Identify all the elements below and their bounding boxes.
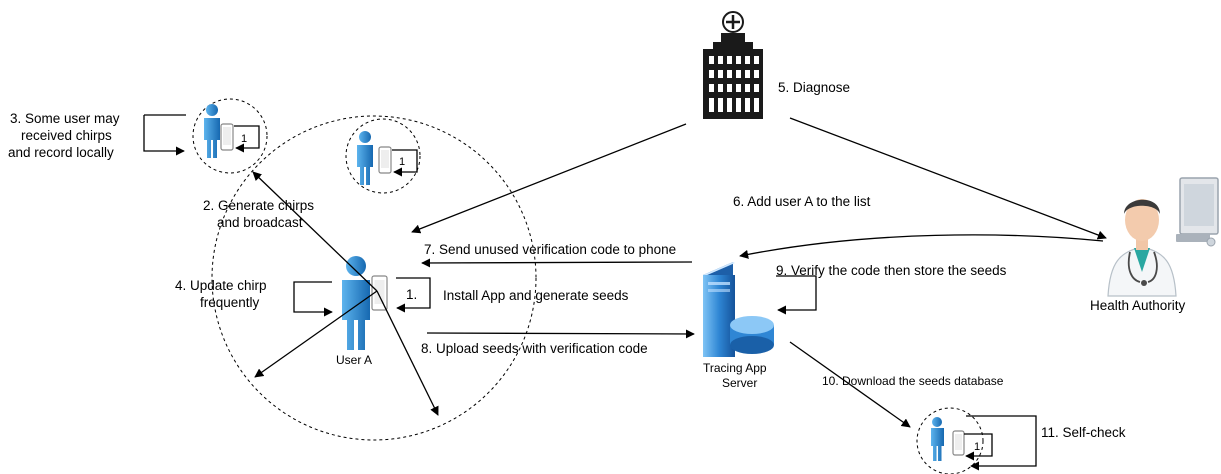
phone-loop-top-left — [234, 125, 260, 153]
label-step1-text: Install App and generate seeds — [443, 288, 629, 303]
arrow-send-verification-code — [421, 258, 693, 268]
user-a-person-icon — [342, 256, 370, 350]
label-step7: 7. Send unused verification code to phon… — [424, 242, 676, 257]
broadcast-range-circle — [211, 115, 537, 441]
label-step8: 8. Upload seeds with verification code — [421, 341, 648, 356]
label-step4-line2: frequently — [200, 295, 260, 310]
loop-arrow-verify-code — [776, 275, 817, 315]
user-a-phone-icon — [371, 275, 388, 311]
label-step1: 1. — [406, 287, 417, 302]
label-loop-one-self-check: 1 — [974, 441, 980, 453]
label-step2-line2: and broadcast — [217, 215, 303, 230]
arrow-broadcast-lower-left — [254, 290, 378, 378]
label-step11: 11. Self-check — [1041, 425, 1126, 440]
label-step6: 6. Add user A to the list — [733, 194, 871, 209]
tracing-app-server-icon — [703, 262, 774, 357]
label-loop-one-top-center: 1 — [399, 156, 405, 168]
label-step3-line3: and record locally — [8, 145, 114, 160]
person-icon-self-check — [931, 417, 944, 461]
hospital-building-icon — [703, 11, 763, 119]
label-step9: 9. Verify the code then store the seeds — [776, 263, 1007, 278]
arrow-download-seeds-database — [789, 341, 911, 428]
person-icon-top-left — [204, 104, 220, 158]
arrow-broadcast-top-left — [252, 171, 378, 292]
label-step10: 10. Download the seeds database — [822, 374, 1004, 388]
loop-arrow-install-app — [396, 277, 431, 313]
phone-icon-top-center — [378, 146, 392, 174]
nearby-user-top-center-circle — [345, 118, 421, 194]
label-server-line2: Server — [722, 376, 757, 390]
label-step4-line1: 4. Update chirp — [175, 278, 267, 293]
person-icon-top-center — [357, 131, 373, 185]
label-user-a: User A — [336, 353, 372, 367]
label-step5: 5. Diagnose — [778, 80, 850, 95]
arrow-hospital-to-authority — [789, 117, 1107, 240]
phone-icon-self-check — [952, 430, 965, 456]
loop-arrow-self-check — [966, 415, 1037, 471]
arrow-add-user-to-list — [739, 234, 1104, 259]
arrow-broadcast-lower-right — [376, 290, 439, 416]
label-step2-line1: 2. Generate chirps — [203, 198, 314, 213]
label-loop-one-top-left: 1 — [241, 133, 247, 145]
loop-arrow-update-chirp — [293, 281, 333, 317]
label-server-line1: Tracing App — [703, 361, 767, 375]
phone-icon-top-left — [220, 123, 234, 151]
health-authority-doctor-icon — [1107, 177, 1219, 297]
phone-loop-top-center — [392, 149, 418, 177]
label-step3-line1: 3. Some user may — [10, 111, 120, 126]
nearby-user-top-left-circle — [192, 98, 268, 174]
label-health-authority: Health Authority — [1090, 298, 1186, 313]
label-step3-line2: received chirps — [21, 128, 112, 143]
arrow-diagnose-to-user — [411, 123, 687, 234]
phone-loop-self-check — [964, 433, 993, 461]
arrow-upload-seeds — [426, 329, 695, 339]
loop-arrow-record-locally — [143, 114, 186, 151]
checking-user-circle — [916, 407, 984, 474]
